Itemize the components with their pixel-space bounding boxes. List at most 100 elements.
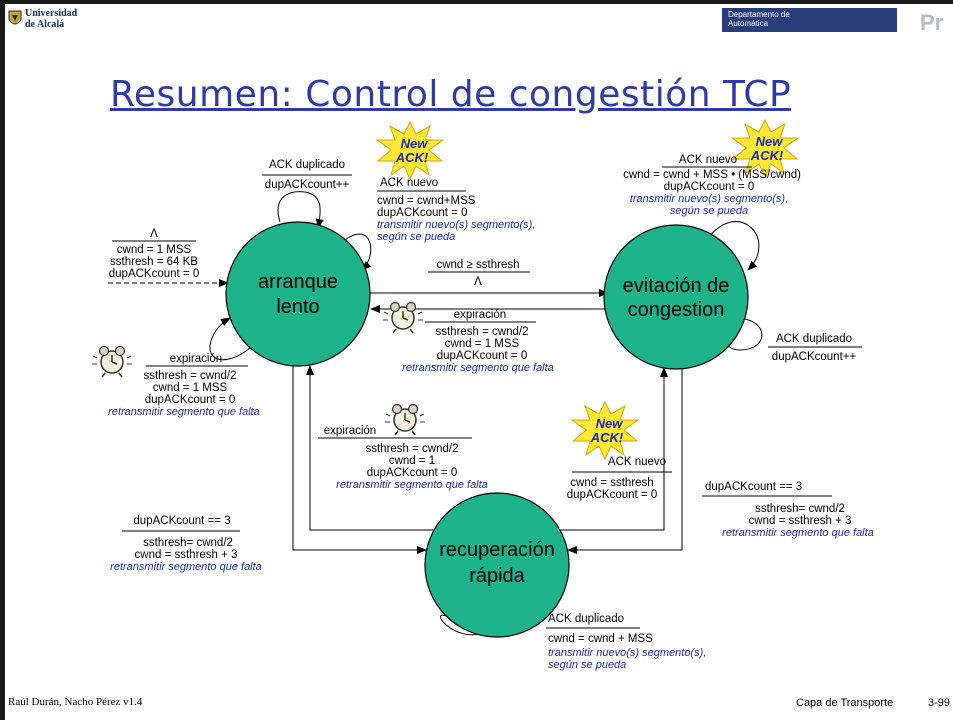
footer-page-number: 3-99 [928, 697, 951, 709]
avoidance-to-recovery-arrow [567, 362, 683, 554]
event-label: ACK nuevo [608, 456, 666, 468]
transition-avoidance-dupack: ACK duplicado dupACKcount++ [768, 333, 862, 363]
alarm-clock-icon [384, 403, 426, 436]
alarm-clock-icon [382, 301, 424, 334]
action-label-blue: retransmitir segmento que falta [108, 406, 260, 418]
action-label: dupACKcount = 0 [437, 350, 527, 362]
event-label: cwnd ≥ ssthresh [436, 259, 519, 271]
state-slow-start-label-2: lento [276, 296, 319, 318]
slide-title: Resumen: Control de congestión TCP [110, 74, 792, 115]
department-name-line-2: Automática [728, 19, 769, 28]
action-label: cwnd = 1 MSS [117, 244, 192, 256]
state-congestion-avoidance-label-2: congestion [628, 299, 725, 321]
new-ack-burst-text-1: New [756, 134, 784, 149]
event-label: ACK duplicado [776, 333, 852, 345]
action-label-blue: retransmitir segmento que falta [402, 362, 554, 374]
slow-start-newack-loop [344, 233, 372, 271]
event-label: ACK duplicado [269, 159, 345, 171]
action-label: ssthresh= cwnd/2 [755, 503, 845, 515]
event-label: ACK duplicado [548, 613, 624, 625]
transition-recovery-to-avoidance: ACK nuevo cwnd = ssthresh dupACKcount = … [567, 456, 672, 501]
state-congestion-avoidance-label-1: evitación de [623, 275, 730, 297]
action-label: cwnd = cwnd + MSS • (MSS/cwnd) [623, 169, 801, 181]
transition-avoidance-to-slow-start: expiración ssthresh = cwnd/2 cwnd = 1 MS… [402, 309, 554, 374]
footer-author: Raúl Durán, Nacho Pérez v1.4 [8, 696, 143, 708]
state-slow-start-circle [225, 221, 371, 367]
action-label: dupACKcount = 0 [109, 268, 199, 280]
transition-avoidance-to-recovery: dupACKcount == 3 ssthresh= cwnd/2 cwnd =… [702, 481, 874, 539]
transition-slow-start-to-avoidance: cwnd ≥ ssthresh Λ [428, 259, 530, 288]
new-ack-burst-text-2: ACK! [750, 148, 784, 163]
action-label: cwnd = ssthresh + 3 [135, 549, 238, 561]
action-label: dupACKcount = 0 [145, 394, 235, 406]
state-congestion-avoidance-circle [603, 224, 749, 370]
new-ack-burst-text-2: ACK! [590, 430, 624, 445]
recovery-to-avoidance-arrow [560, 367, 668, 531]
transition-recovery-to-slow-start: expiración ssthresh = cwnd/2 cwnd = 1 du… [318, 425, 488, 491]
event-label: ACK nuevo [380, 177, 438, 189]
action-label-blue: retransmitir segmento que falta [336, 479, 488, 491]
top-frame-line [0, 0, 953, 4]
slow-start-to-recovery-arrow [292, 366, 427, 554]
action-label: ssthresh = cwnd/2 [143, 370, 236, 382]
event-label: dupACKcount == 3 [133, 515, 230, 527]
action-label-blue: transmitir nuevo(s) segmento(s), [377, 219, 535, 231]
transition-initial: Λ cwnd = 1 MSS ssthresh = 64 KB dupACKco… [109, 228, 199, 280]
university-name-line-1: Universidad [25, 8, 78, 19]
action-label-blue: según se pueda [548, 659, 626, 671]
action-label: cwnd = ssthresh + 3 [749, 515, 852, 527]
action-label-blue: retransmitir segmento que falta [110, 561, 262, 573]
transition-slow-start-dupack: ACK duplicado dupACKcount++ [262, 159, 352, 191]
alarm-clock-icon [91, 345, 133, 378]
recovery-to-slow-start-arrow [306, 365, 434, 531]
action-label-blue: según se pueda [377, 231, 455, 243]
state-slow-start-label-1: arranque [258, 271, 338, 293]
university-crest-icon [8, 10, 22, 25]
department-banner [722, 8, 897, 32]
event-label: Λ [150, 228, 158, 240]
action-label: cwnd = 1 MSS [153, 382, 228, 394]
event-label: ACK nuevo [679, 154, 737, 166]
avoidance-newack-loop [707, 221, 760, 271]
action-label-blue: transmitir nuevo(s) segmento(s), [630, 193, 788, 205]
action-label: ssthresh = cwnd/2 [435, 326, 528, 338]
university-name: Universidad de Alcalá [25, 8, 77, 30]
action-label: dupACKcount++ [772, 351, 857, 363]
action-label: dupACKcount++ [265, 179, 350, 191]
event-label: dupACKcount == 3 [705, 481, 802, 493]
new-ack-burst-recovery: New ACK! [571, 401, 639, 460]
transition-recovery-dupack: ACK duplicado cwnd = cwnd + MSS transmit… [546, 613, 706, 671]
action-label: cwnd = 1 MSS [445, 338, 520, 350]
university-name-line-2: de Alcalá [25, 19, 65, 30]
action-label: ssthresh= cwnd/2 [143, 537, 233, 549]
new-ack-burst-slow-start: New ACK! [376, 121, 444, 180]
department-name-line-1: Departamento de [728, 10, 790, 19]
transition-slow-start-newack: ACK nuevo cwnd = cwnd+MSS dupACKcount = … [377, 177, 535, 243]
action-label: dupACKcount = 0 [377, 207, 467, 219]
action-label-blue: según se pueda [670, 205, 748, 217]
action-label-blue: retransmitir segmento que falta [722, 527, 874, 539]
action-label: dupACKcount = 0 [367, 467, 457, 479]
corner-logo: Pr [920, 10, 944, 35]
action-label-blue: transmitir nuevo(s) segmento(s), [548, 647, 706, 659]
new-ack-burst-text-2: ACK! [395, 150, 429, 165]
action-label: Λ [474, 276, 482, 288]
new-ack-burst-text-1: New [596, 416, 624, 431]
action-label: dupACKcount = 0 [664, 181, 754, 193]
state-fast-recovery-circle [424, 492, 570, 638]
footer-section: Capa de Transporte [796, 697, 894, 709]
new-ack-burst-text-1: New [401, 136, 429, 151]
action-label: cwnd = ssthresh [570, 477, 653, 489]
event-label: expiración [324, 425, 376, 437]
slow-start-dupack-loop [277, 191, 324, 229]
left-frame-line [0, 0, 5, 720]
transition-avoidance-newack: ACK nuevo cwnd = cwnd + MSS • (MSS/cwnd)… [623, 154, 801, 217]
action-label: ssthresh = cwnd/2 [365, 443, 458, 455]
event-label: expiración [170, 353, 222, 365]
action-label: cwnd = cwnd + MSS [548, 633, 653, 645]
department-name: Departamento de Automática [728, 10, 790, 28]
action-label: ssthresh = 64 KB [110, 256, 198, 268]
slow-start-timeout-loop [209, 317, 259, 361]
